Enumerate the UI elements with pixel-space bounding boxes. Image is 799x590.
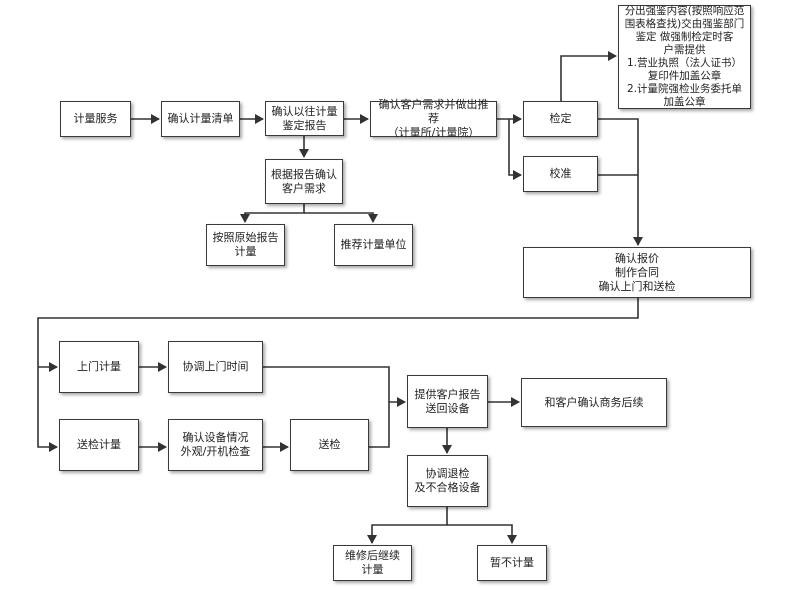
node-confirm-need-recommend: 确认客户需求并做出推荐 （计量所/计量院） bbox=[370, 98, 497, 139]
edge-verify-to-quote bbox=[598, 118, 643, 246]
node-confirm-list: 确认计量清单 bbox=[161, 101, 240, 137]
edge-need-to-calibrate bbox=[508, 119, 522, 180]
node-onsite-measure: 上门计量 bbox=[59, 341, 139, 393]
edge-branch bbox=[240, 204, 305, 223]
node-by-original-report: 按照原始报告 计量 bbox=[206, 224, 285, 266]
node-check-equipment: 确认设备情况 外观/开机检查 bbox=[168, 419, 263, 471]
edge-coord-to-report bbox=[263, 366, 406, 407]
edge-quote-loop bbox=[37, 298, 639, 452]
edge-deliver-to-report bbox=[369, 402, 390, 448]
edge-return-branch-right bbox=[447, 524, 517, 544]
node-follow-up: 和客户确认商务后续 bbox=[521, 378, 667, 427]
node-verify: 检定 bbox=[523, 101, 598, 137]
node-coordinate-time: 协调上门时间 bbox=[168, 341, 263, 393]
node-quote-contract: 确认报价 制作合同 确认上门和送检 bbox=[523, 247, 751, 298]
node-confirm-past-report: 确认以往计量 鉴定报告 bbox=[265, 101, 344, 136]
node-service: 计量服务 bbox=[60, 101, 131, 137]
node-recommend-unit: 推荐计量单位 bbox=[334, 224, 413, 266]
node-send-in-measure: 送检计量 bbox=[59, 419, 139, 471]
edge-branch-right bbox=[304, 212, 378, 223]
node-calibrate: 校准 bbox=[523, 156, 598, 192]
edge-verify-to-mandatory bbox=[560, 51, 617, 101]
node-deliver: 送检 bbox=[290, 419, 369, 471]
node-repair-continue: 维修后继续 计量 bbox=[333, 545, 412, 581]
edge-return-branch-left bbox=[367, 507, 448, 544]
node-no-measure: 暂不计量 bbox=[477, 545, 547, 581]
node-mandatory-verification: 分出强鉴内容(按照响应范 围表格查找)交由强鉴部门 鉴定 做强制检定时客 户需提… bbox=[618, 5, 751, 109]
node-report-confirm-need: 根据报告确认 客户需求 bbox=[265, 159, 343, 204]
node-coordinate-return: 协调退检 及不合格设备 bbox=[407, 455, 488, 507]
node-provide-report: 提供客户报告 送回设备 bbox=[407, 375, 488, 428]
